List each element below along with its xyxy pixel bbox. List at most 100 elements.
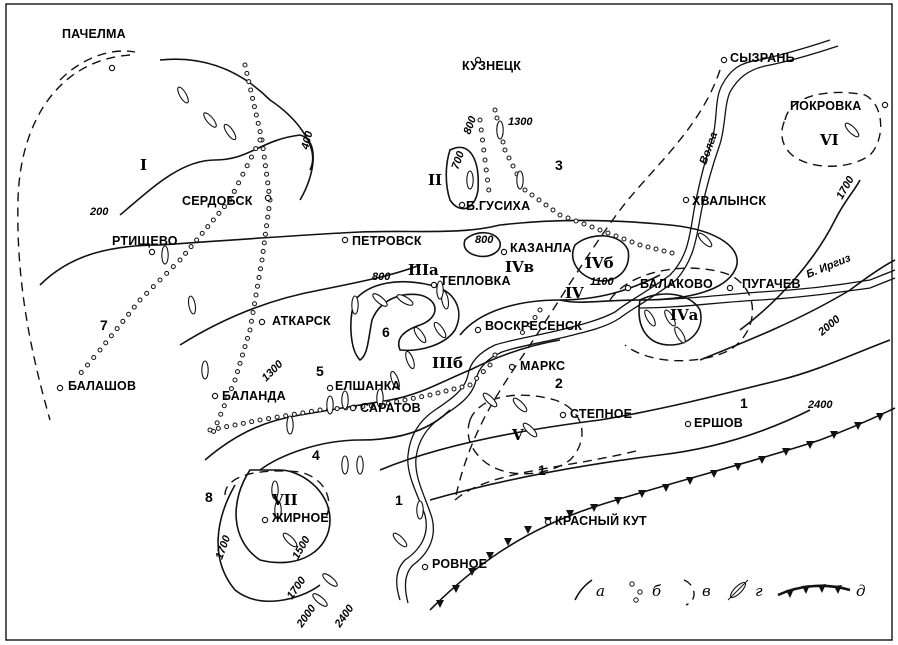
city-marker	[474, 326, 482, 334]
boundary-dashed-south	[454, 449, 641, 501]
lens-marker	[664, 309, 676, 327]
dot-marker	[262, 231, 268, 237]
zone-IV: IV	[565, 284, 584, 302]
volga-river-bank	[404, 45, 839, 604]
dot-marker	[227, 197, 233, 203]
dot-marker	[492, 352, 498, 358]
city-marker	[341, 236, 349, 244]
thrust-tooth	[468, 568, 476, 576]
thrust-tooth	[590, 504, 598, 512]
thrust-tooth	[758, 456, 766, 464]
area-7: 7	[100, 317, 108, 333]
contour-label-1500: 1500	[290, 534, 313, 562]
legend-v-label: в	[702, 582, 711, 600]
dot-marker	[481, 147, 487, 153]
lens-marker	[413, 326, 427, 344]
dot-marker	[259, 257, 265, 263]
contour-label-1100: 1100	[590, 276, 615, 288]
dot-marker	[260, 248, 266, 254]
city-marker	[544, 518, 552, 526]
dotted-lines	[78, 62, 675, 434]
dot-marker	[214, 420, 220, 426]
dot-marker	[480, 137, 485, 143]
dot-marker	[177, 257, 183, 263]
lens-marker	[644, 309, 656, 327]
dot-marker	[510, 163, 516, 169]
label-elshanka: ЕЛШАНКА	[335, 379, 401, 393]
city-marker	[720, 56, 728, 64]
lens-marker	[282, 532, 298, 548]
dot-marker	[485, 177, 490, 183]
dot-marker	[543, 202, 549, 208]
dot-marker	[244, 163, 250, 169]
lens-marker	[516, 170, 524, 190]
dot-marker	[581, 221, 587, 227]
dot-marker	[218, 411, 224, 417]
dot-marker	[597, 227, 603, 233]
dot-marker	[492, 107, 498, 113]
thrust-tooth	[486, 552, 494, 560]
dot-marker	[487, 362, 493, 368]
thrust-tooth	[504, 538, 512, 546]
dot-marker	[114, 326, 120, 332]
contour-zhirnoe	[235, 469, 331, 564]
legend-b-dot1	[629, 581, 635, 587]
dot-marker	[502, 147, 508, 153]
contour-label-2400a: 2400	[332, 602, 357, 630]
dot-marker	[221, 403, 227, 409]
label-volga: Волга	[698, 131, 721, 166]
contour-400	[159, 58, 314, 171]
dot-marker	[661, 248, 667, 254]
lens-marker	[187, 295, 197, 315]
zone-IIIa: IIIа	[408, 261, 439, 279]
dot-marker	[482, 157, 488, 163]
dot-marker	[264, 223, 270, 229]
dot-marker	[215, 425, 221, 431]
legend-b-dot3	[633, 597, 639, 603]
dot-marker	[653, 246, 659, 252]
lens-marker	[674, 326, 686, 344]
dot-marker	[550, 207, 556, 213]
dot-marker	[232, 422, 238, 428]
dot-marker	[410, 395, 416, 401]
legend-v-symbol	[683, 579, 695, 606]
dot-marker	[308, 408, 314, 414]
dot-marker	[605, 230, 611, 236]
dot-marker	[669, 250, 675, 256]
dot-marker	[573, 218, 579, 224]
dot-marker	[240, 352, 245, 358]
label-serdobsk: СЕРДОБСК	[182, 194, 253, 208]
dot-marker	[256, 275, 262, 280]
label-rtishchevo: РТИЩЕВО	[112, 234, 178, 248]
contour-ivb	[571, 235, 630, 282]
zone-v-dashed	[467, 394, 583, 475]
dot-marker	[637, 242, 643, 248]
dot-marker	[474, 375, 480, 381]
label-teplovka: ТЕПЛОВКА	[440, 274, 511, 288]
dot-marker	[261, 154, 267, 160]
dot-marker	[207, 427, 213, 433]
boundary-dashed-west	[17, 54, 131, 421]
zone-vi-dashed	[781, 91, 882, 167]
dot-marker	[253, 292, 259, 298]
dot-marker	[253, 146, 259, 152]
zone-VI: VI	[819, 131, 839, 149]
label-marks: МАРКС	[520, 359, 565, 373]
lens-marker	[341, 390, 349, 410]
contour-label-2000a: 2000	[294, 602, 319, 630]
dot-marker	[486, 187, 492, 193]
legend-a-symbol	[574, 579, 593, 601]
dot-marker	[237, 360, 243, 366]
lens-marker	[844, 122, 860, 138]
zone-IVa: IVа	[670, 306, 699, 324]
lens-symbols	[161, 86, 860, 607]
lens-marker	[274, 500, 282, 520]
contour-2400	[429, 409, 811, 501]
dot-marker	[478, 127, 484, 133]
boundary-dashed-north	[59, 50, 136, 81]
b-irgiz-river	[639, 269, 896, 301]
thrust-tooth	[686, 477, 694, 485]
dot-marker	[300, 410, 306, 416]
lens-marker	[223, 123, 237, 141]
dot-marker	[120, 318, 126, 324]
